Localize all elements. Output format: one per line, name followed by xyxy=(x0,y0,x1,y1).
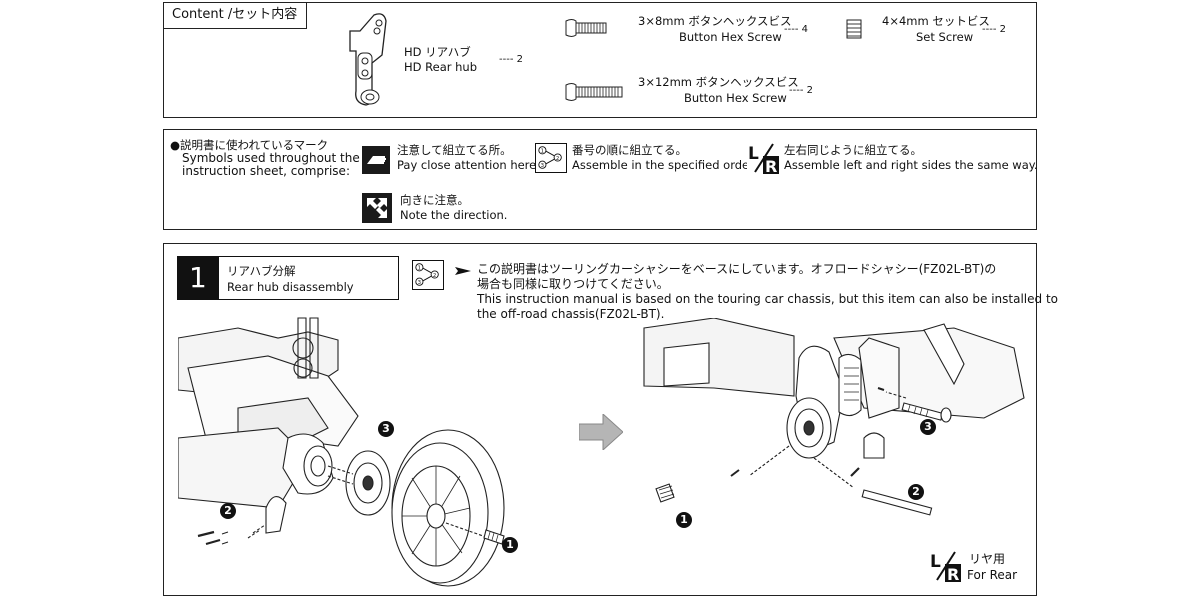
symbols-intro-en1: Symbols used throughout the xyxy=(182,151,360,165)
note-jp-line2: 場合も同様に取りつけてください。 xyxy=(477,277,669,291)
symbols-intro-en2: instruction sheet, comprise: xyxy=(182,164,350,178)
rear-hub-disassembly-illustration xyxy=(178,317,505,587)
note-en-line1: This instruction manual is based on the … xyxy=(477,292,1059,306)
screw-3x12-label-en: Button Hex Screw xyxy=(684,91,787,105)
hd-hub-label-en: HD Rear hub xyxy=(404,60,478,74)
svg-text:1: 1 xyxy=(418,266,421,272)
step-number-badge: 1 xyxy=(177,256,219,300)
content-panel: Content /セット内容 HD リアハブ HD Rear hub ---- … xyxy=(163,2,1037,118)
set-screw-icon xyxy=(846,19,862,39)
order-sequence-icon: 1 2 3 xyxy=(535,143,567,173)
svg-text:L: L xyxy=(748,144,759,164)
rear-hub-removed-illustration xyxy=(643,318,1025,516)
for-rear-lr-icon: L R xyxy=(929,550,961,582)
step-panel: 1 リアハブ分解 Rear hub disassembly 1 2 3 この説明… xyxy=(163,243,1058,596)
lr-label-jp: 左右同じように組立てる。 xyxy=(784,143,922,157)
step-order-icon: 1 2 3 xyxy=(412,260,444,290)
screw-3x12-icon xyxy=(565,83,623,101)
svg-text:2: 2 xyxy=(433,273,436,279)
hd-hub-label-jp: HD リアハブ xyxy=(404,45,471,59)
for-rear-label-jp: リヤ用 xyxy=(969,552,1006,566)
note-en-line2: the off-road chassis(FZ02L-BT). xyxy=(477,307,665,321)
svg-text:L: L xyxy=(930,552,941,572)
direction-label-jp: 向きに注意。 xyxy=(400,193,469,207)
svg-text:R: R xyxy=(765,157,777,174)
hd-hub-qty: ---- 2 xyxy=(499,54,523,65)
svg-text:3: 3 xyxy=(418,280,421,286)
svg-text:1: 1 xyxy=(541,149,544,155)
direction-label-en: Note the direction. xyxy=(400,208,508,222)
direction-arrows-icon xyxy=(362,193,392,223)
attention-hand-icon xyxy=(362,146,390,174)
set-screw-label-jp: 4×4mm セットビス xyxy=(882,14,990,28)
screw-3x8-label-en: Button Hex Screw xyxy=(679,30,782,44)
transition-arrow-icon xyxy=(579,414,623,450)
svg-text:R: R xyxy=(947,565,959,582)
screw-3x8-label-jp: 3×8mm ボタンヘックスビス xyxy=(638,14,792,28)
set-screw-label-en: Set Screw xyxy=(916,30,974,44)
symbols-panel: ●説明書に使われているマーク Symbols used throughout t… xyxy=(163,129,1038,230)
attention-label-en: Pay close attention here! xyxy=(397,158,541,172)
screw-3x8-icon xyxy=(565,19,607,37)
note-jp-line1: この説明書はツーリングカーシャシーをベースにしています。オフロードシャシー(FZ… xyxy=(477,262,997,276)
note-pointer-icon xyxy=(455,267,471,275)
svg-text:2: 2 xyxy=(556,156,559,162)
step-title-en: Rear hub disassembly xyxy=(227,280,354,294)
content-title: Content /セット内容 xyxy=(172,7,298,22)
lr-label-en: Assemble left and right sides the same w… xyxy=(784,158,1038,172)
left-right-icon: L R xyxy=(747,142,779,174)
step-badge-1-right: 1 xyxy=(676,512,692,528)
set-screw-qty: ---- 2 xyxy=(982,24,1006,35)
content-title-tab: Content /セット内容 xyxy=(164,3,307,29)
symbols-intro-jp: ●説明書に使われているマーク xyxy=(170,138,329,152)
step-title-jp: リアハブ分解 xyxy=(227,264,296,278)
screw-3x8-qty: ---- 4 xyxy=(784,24,808,35)
screw-3x12-label-jp: 3×12mm ボタンヘックスビス xyxy=(638,75,799,89)
attention-label-jp: 注意して組立てる所。 xyxy=(397,143,512,157)
step-badge-3-left: 3 xyxy=(378,421,394,437)
step-badge-1-left: 1 xyxy=(502,537,518,553)
screw-3x12-qty: ---- 2 xyxy=(789,85,813,96)
step-number: 1 xyxy=(189,261,207,294)
step-title-box: リアハブ分解 Rear hub disassembly xyxy=(219,256,399,300)
hd-rear-hub-illustration xyxy=(349,13,387,106)
order-label-jp: 番号の順に組立てる。 xyxy=(572,143,687,157)
step-badge-3-right: 3 xyxy=(920,419,936,435)
step-badge-2-right: 2 xyxy=(908,484,924,500)
step-badge-2-left: 2 xyxy=(220,503,236,519)
svg-text:3: 3 xyxy=(541,163,544,169)
order-label-en: Assemble in the specified order. xyxy=(572,158,757,172)
for-rear-label-en: For Rear xyxy=(967,568,1018,582)
